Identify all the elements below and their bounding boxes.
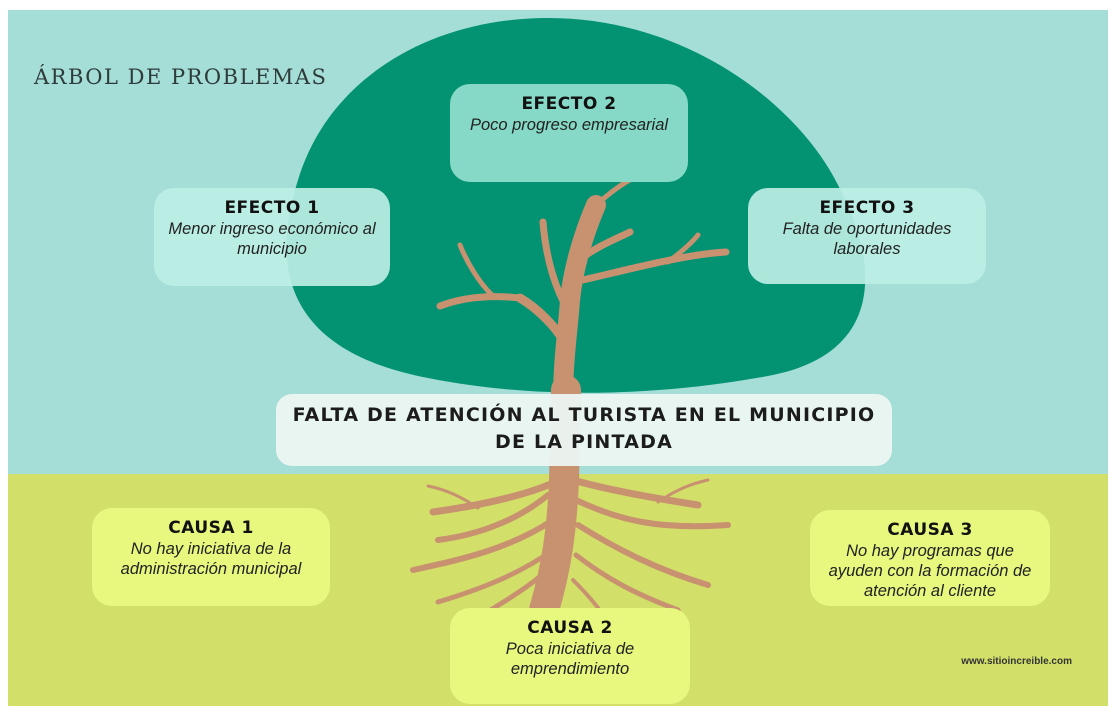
diagram-canvas: ÁRBOL DE PROBLEMAS EFECTO 2 Poco progres… [8, 10, 1108, 706]
effect-2-heading: EFECTO 2 [521, 94, 617, 114]
effect-3-text: Falta de oportunidades laborales [782, 220, 952, 258]
cause-3-heading: CAUSA 3 [887, 520, 973, 540]
cause-2-heading: CAUSA 2 [527, 618, 613, 638]
cause-box-1: CAUSA 1 No hay iniciativa de la administ… [92, 508, 330, 606]
cause-3-text: No hay programas que ayuden con la forma… [828, 542, 1032, 600]
tree-illustration [286, 18, 866, 662]
tree-roots [410, 476, 731, 662]
tree-trunk [529, 375, 581, 625]
page-title: ÁRBOL DE PROBLEMAS [34, 65, 328, 89]
effect-box-1: EFECTO 1 Menor ingreso económico al muni… [154, 188, 390, 286]
effect-box-2: EFECTO 2 Poco progreso empresarial [450, 84, 688, 182]
effect-3-heading: EFECTO 3 [819, 198, 915, 218]
cause-box-2: CAUSA 2 Poca iniciativa de emprendimient… [450, 608, 690, 704]
effect-1-text: Menor ingreso económico al municipio [168, 220, 376, 258]
effect-2-text: Poco progreso empresarial [469, 116, 669, 134]
cause-box-3: CAUSA 3 No hay programas que ayuden con … [810, 510, 1050, 606]
cause-1-heading: CAUSA 1 [168, 518, 254, 538]
cause-2-text: Poca iniciativa de emprendimiento [505, 640, 635, 678]
effect-1-heading: EFECTO 1 [224, 198, 320, 218]
cause-1-text: No hay iniciativa de la administración m… [120, 540, 302, 578]
website-credit: www.sitioincreible.com [961, 656, 1072, 667]
effect-box-3: EFECTO 3 Falta de oportunidades laborale… [748, 188, 986, 284]
central-problem: FALTA DE ATENCIÓN AL TURISTA EN EL MUNIC… [276, 394, 892, 466]
tree-branches [436, 173, 730, 410]
tree-canopy [286, 18, 866, 393]
